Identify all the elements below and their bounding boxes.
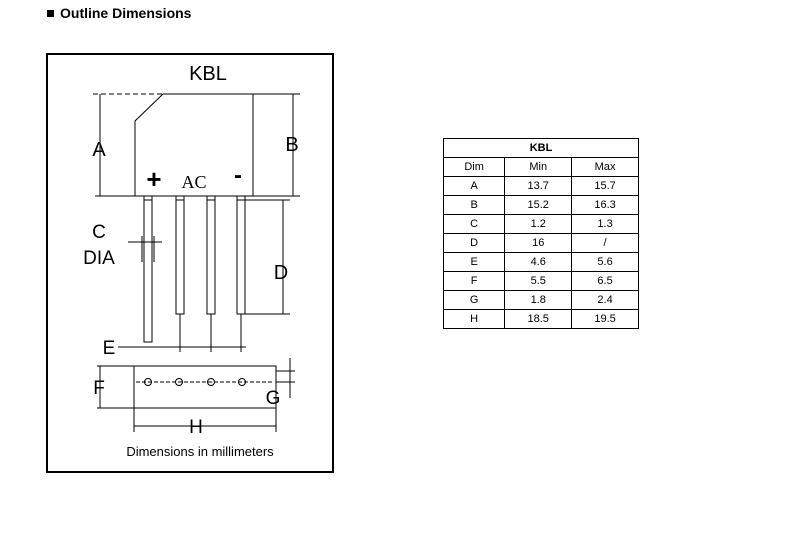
- outline-drawing-frame: [46, 53, 334, 473]
- table-cell: H: [442, 309, 506, 329]
- table-row: D 16 /: [442, 233, 639, 253]
- table-cell: 15.7: [571, 176, 639, 196]
- table-cell: 16: [504, 233, 573, 253]
- table-cell: A: [442, 176, 506, 196]
- table-cell: 16.3: [571, 195, 639, 215]
- table-cell: E: [442, 252, 506, 272]
- table-row: C 1.2 1.3: [442, 214, 639, 234]
- table-cell: F: [442, 271, 506, 291]
- table-header-row: Dim Min Max: [442, 157, 639, 177]
- table-cell: 6.5: [571, 271, 639, 291]
- drawing-caption: Dimensions in millimeters: [126, 444, 274, 459]
- dim-label-dia: DIA: [83, 248, 115, 269]
- table-title: KBL: [443, 138, 639, 158]
- plus-terminal-label: +: [146, 164, 161, 194]
- table-cell: 5.6: [571, 252, 639, 272]
- table-cell: 15.2: [504, 195, 573, 215]
- table-cell: 13.7: [504, 176, 573, 196]
- dim-label-d: D: [274, 262, 288, 284]
- section-heading-text: Outline Dimensions: [60, 5, 192, 21]
- table-cell: B: [442, 195, 506, 215]
- minus-terminal-label: -: [234, 162, 242, 189]
- table-cell: 5.5: [504, 271, 573, 291]
- table-cell: D: [442, 233, 506, 253]
- dim-label-b: B: [285, 134, 298, 156]
- section-heading: Outline Dimensions: [47, 5, 191, 21]
- column-header: Min: [504, 157, 573, 177]
- dim-label-a: A: [92, 139, 106, 161]
- column-header: Max: [571, 157, 639, 177]
- table-cell: 1.3: [571, 214, 639, 234]
- table-row: G 1.8 2.4: [442, 290, 639, 310]
- table-cell: G: [442, 290, 506, 310]
- table-cell: 1.2: [504, 214, 573, 234]
- dim-label-c: C: [92, 222, 106, 243]
- table-cell: 18.5: [504, 309, 573, 329]
- square-bullet-icon: [47, 9, 54, 17]
- table-row: E 4.6 5.6: [442, 252, 639, 272]
- dim-label-h: H: [189, 417, 203, 438]
- package-body-outline: [134, 93, 254, 197]
- table-row: B 15.2 16.3: [442, 195, 639, 215]
- table-cell: 1.8: [504, 290, 573, 310]
- dim-label-f: F: [93, 378, 105, 399]
- dim-label-e: E: [103, 338, 116, 359]
- table-cell: 4.6: [504, 252, 573, 272]
- dimension-table: KBL Dim Min Max A 13.7 15.7 B 15.2 16.3 …: [442, 138, 639, 329]
- table-row: H 18.5 19.5: [442, 309, 639, 329]
- ac-terminal-label: AC: [181, 172, 206, 192]
- table-cell: C: [442, 214, 506, 234]
- column-header: Dim: [442, 157, 506, 177]
- table-cell: 19.5: [571, 309, 639, 329]
- table-cell: 2.4: [571, 290, 639, 310]
- table-row: F 5.5 6.5: [442, 271, 639, 291]
- package-name: KBL: [189, 63, 227, 85]
- table-row: A 13.7 15.7: [442, 176, 639, 196]
- table-cell: /: [571, 233, 639, 253]
- dim-label-g: G: [266, 388, 281, 409]
